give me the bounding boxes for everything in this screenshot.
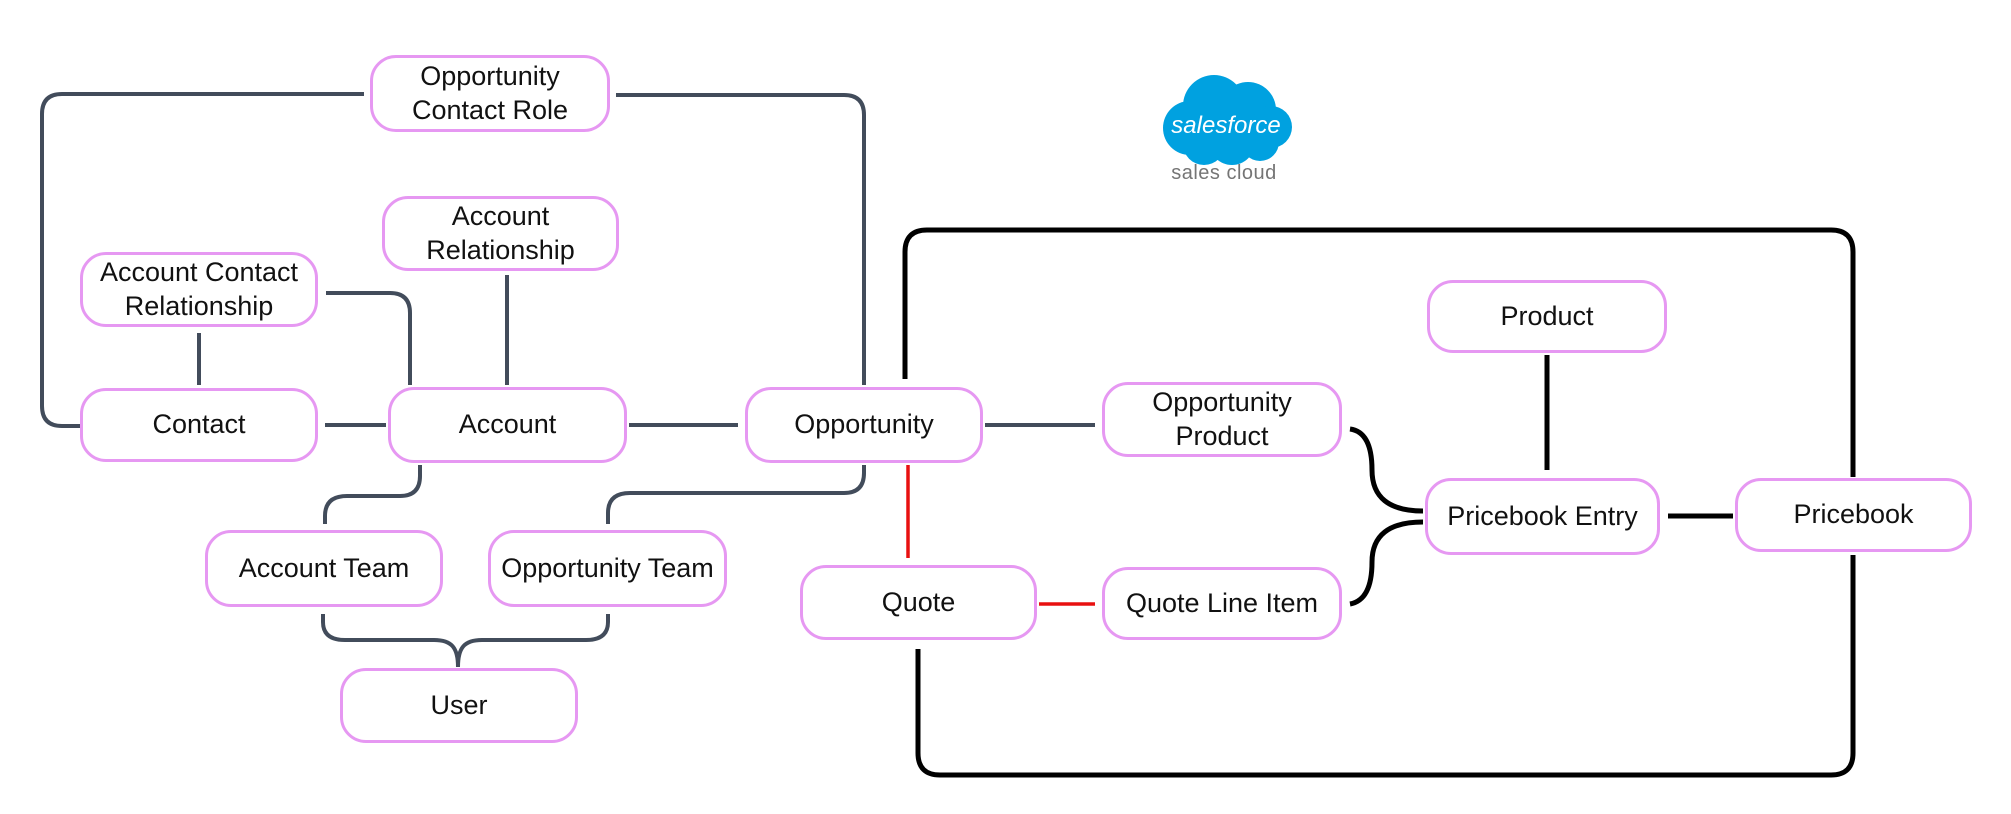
node-opportunity[interactable]: Opportunity: [745, 387, 983, 463]
node-label: Quote Line Item: [1125, 587, 1319, 618]
edge-pricebook-to-opportunity: [902, 227, 1856, 477]
node-product[interactable]: Product: [1427, 280, 1667, 353]
edge-opportunity-to-opportunity-team: [606, 465, 866, 524]
edge-contact-to-opportunity-contact-role: [40, 92, 364, 428]
salesforce-brand-text: salesforce: [1171, 112, 1280, 139]
node-pricebook[interactable]: Pricebook: [1735, 478, 1972, 552]
edge-pricebook-entry-to-opportunity-product: [1349, 426, 1424, 514]
node-label: Opportunity Product: [1152, 386, 1292, 451]
node-quote-line-item[interactable]: Quote Line Item: [1102, 567, 1342, 640]
node-label: Account: [458, 409, 557, 440]
node-user[interactable]: User: [340, 668, 578, 743]
node-label: Account Contact Relationship: [99, 256, 299, 321]
node-quote[interactable]: Quote: [800, 565, 1037, 640]
edge-account-to-account-team: [323, 465, 422, 524]
sales-cloud-label: sales cloud: [1171, 162, 1277, 184]
node-label: Account Team: [238, 552, 410, 583]
node-label: Opportunity Contact Role: [411, 60, 569, 125]
salesforce-cloud-icon: salesforce: [1163, 75, 1292, 165]
node-label: Contact: [152, 409, 246, 440]
node-label: Quote: [881, 586, 956, 617]
node-opportunity-product[interactable]: Opportunity Product: [1102, 382, 1342, 457]
edge-user-to-opportunity-team: [456, 614, 610, 668]
node-account-relationship[interactable]: Account Relationship: [382, 196, 619, 271]
node-label: Account Relationship: [426, 200, 575, 265]
node-opportunity-team[interactable]: Opportunity Team: [488, 530, 727, 607]
edge-account-to-account-contact-relationship: [326, 291, 412, 385]
node-account-team[interactable]: Account Team: [205, 530, 443, 607]
node-label: Opportunity Team: [501, 552, 714, 583]
node-opportunity-contact-role[interactable]: Opportunity Contact Role: [370, 55, 610, 132]
node-label: Pricebook: [1793, 499, 1914, 530]
edge-user-to-account-team: [321, 614, 460, 668]
edge-pricebook-entry-to-quote-line-item: [1349, 519, 1424, 607]
node-contact[interactable]: Contact: [80, 388, 318, 462]
node-account-contact-relationship[interactable]: Account Contact Relationship: [80, 252, 318, 327]
node-pricebook-entry[interactable]: Pricebook Entry: [1425, 478, 1660, 555]
edge-pricebook-to-quote: [915, 555, 1856, 778]
node-account[interactable]: Account: [388, 387, 627, 463]
node-label: Product: [1500, 300, 1594, 331]
salesforce-logo: salesforce: [1156, 70, 1292, 190]
node-label: Pricebook Entry: [1447, 500, 1638, 531]
edge-opportunity-to-opportunity-contact-role: [616, 93, 866, 385]
node-label: Opportunity: [794, 409, 934, 440]
node-label: User: [430, 689, 488, 720]
